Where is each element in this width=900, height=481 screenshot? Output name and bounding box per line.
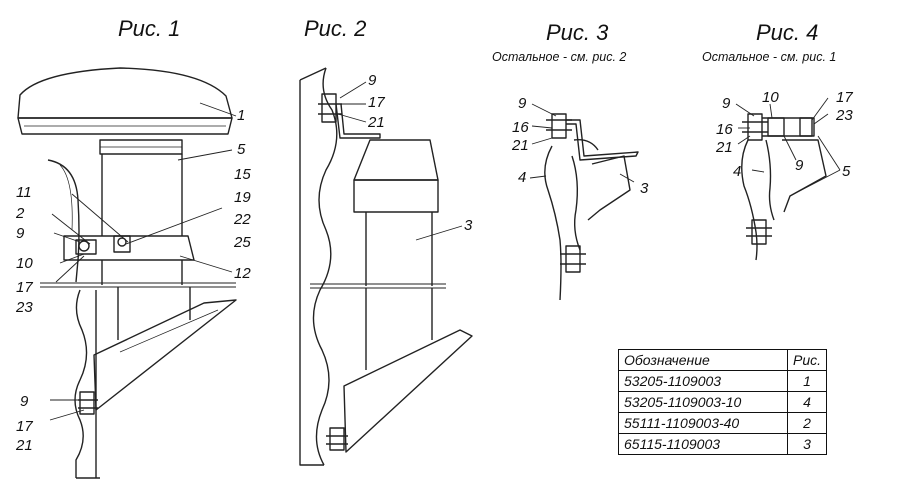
fig4-wall [782, 139, 827, 213]
fig3-bracket [566, 119, 639, 161]
fig4-callout: 23 [836, 107, 853, 124]
fig1-callout: 1 [237, 107, 246, 124]
table-row: 53205-1109003-10 4 [618, 391, 828, 413]
fig1-pipe [101, 154, 183, 236]
fig1-callout: 25 [234, 234, 251, 251]
fig3-title: Рис. 3 [546, 20, 609, 45]
fig1-callout: 10 [16, 255, 33, 272]
fig1-callout: 11 [16, 184, 32, 201]
figure-cell: 1 [786, 370, 828, 392]
fig3-callout: 3 [640, 180, 649, 197]
fig2-pipe [365, 212, 433, 286]
fig4-callout: 9 [795, 157, 804, 174]
designation-cell: 53205-1109003 [618, 370, 788, 392]
fig3-callout: 16 [512, 119, 529, 136]
designation-cell: 55111-1109003-40 [618, 412, 788, 434]
fig1-bracket [93, 299, 237, 411]
fig3-wall [587, 155, 631, 221]
fig2-callout: 9 [368, 72, 377, 89]
fig1-cap-rim [17, 117, 233, 135]
fig1-callout: 9 [16, 225, 25, 242]
table-row: 53205-1109003 1 [618, 370, 828, 392]
fig1-callout: 15 [234, 166, 251, 183]
fig1-callout: 17 [16, 279, 33, 296]
figure-cell: 2 [786, 412, 828, 434]
fig4-drawing [735, 97, 841, 261]
figure-cell: 3 [786, 433, 828, 455]
fig2-drawing [299, 67, 473, 466]
fig2-bracket [335, 103, 381, 139]
fig4-note: Остальное - см. рис. 1 [702, 50, 837, 64]
fig1-callout: 17 [16, 418, 33, 435]
figure-cell: 4 [786, 391, 828, 413]
designation-cell: 65115-1109003 [618, 433, 788, 455]
fig1-callout: 22 [234, 211, 251, 228]
fig1-callout: 21 [16, 437, 33, 454]
fig2-callout: 21 [368, 114, 385, 131]
fig4-callout: 4 [733, 163, 742, 180]
column-header-figure: Рис. [786, 349, 828, 371]
fig2-title: Рис. 2 [304, 16, 367, 41]
fig4-callout: 17 [836, 89, 853, 106]
fig1-callout: 5 [237, 141, 246, 158]
fig4-callout: 16 [716, 121, 733, 138]
fig4-callout: 10 [762, 89, 779, 106]
fig4-title: Рис. 4 [756, 20, 819, 45]
fig3-cab [544, 145, 562, 301]
fig2-wedge [343, 329, 473, 453]
fig2-housing [353, 139, 439, 181]
fig4-callout: 5 [842, 163, 851, 180]
fig4-callout: 9 [722, 95, 731, 112]
fig3-drawing [529, 103, 639, 301]
fig3-callout: 9 [518, 95, 527, 112]
table-row: 55111-1109003-40 2 [618, 412, 828, 434]
fig3-callout: 21 [512, 137, 529, 154]
fig2-callout: 17 [368, 94, 385, 111]
column-header-designation: Обозначение [618, 349, 788, 371]
fig1-filter-cap [17, 67, 233, 119]
fig4-bracket [762, 117, 813, 137]
fig1-callout: 2 [16, 205, 25, 222]
fig1-title: Рис. 1 [118, 16, 181, 41]
table-header-row: Обозначение Рис. [618, 349, 828, 371]
designation-table: Обозначение Рис. 53205-1109003 1 53205-1… [618, 349, 828, 455]
table-row: 65115-1109003 3 [618, 433, 828, 455]
designation-cell: 53205-1109003-10 [618, 391, 788, 413]
fig1-drawing [17, 67, 237, 479]
fig2-cab-wall [312, 67, 338, 466]
fig4-callout: 21 [716, 139, 733, 156]
fig3-note: Остальное - см. рис. 2 [492, 50, 627, 64]
fig1-cab-edge [74, 289, 88, 478]
fig1-callout: 23 [16, 299, 33, 316]
fig1-callout: 12 [234, 265, 251, 282]
fig3-callout: 4 [518, 169, 527, 186]
fig1-callout: 19 [234, 189, 251, 206]
fig4-cab [741, 139, 758, 261]
fig1-callout: 9 [20, 393, 29, 410]
fig1-cab-wall [47, 159, 80, 283]
fig2-callout: 3 [464, 217, 473, 234]
